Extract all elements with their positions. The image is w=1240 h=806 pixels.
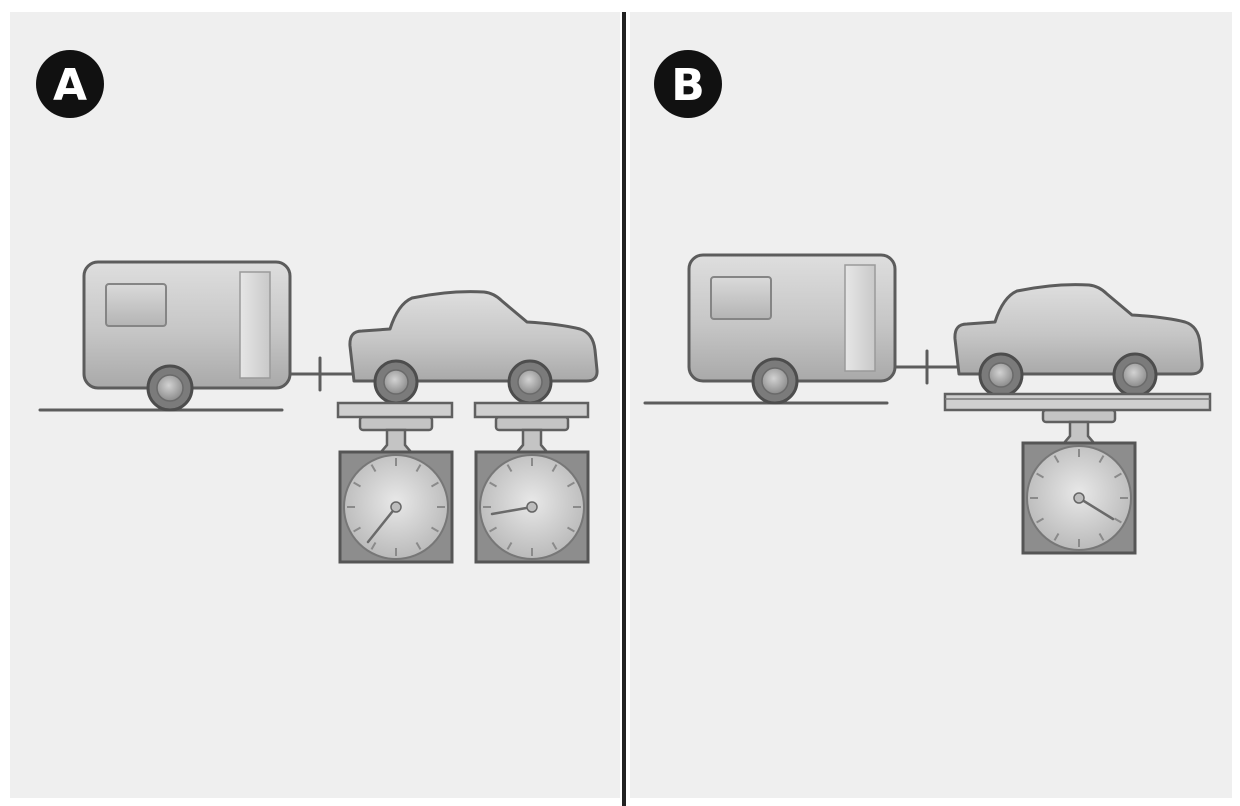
- dial-ticks: [1030, 449, 1128, 547]
- dial-tick: [566, 526, 575, 533]
- scale-mount: [1041, 408, 1117, 424]
- car-body: [348, 290, 599, 383]
- scale-rear-axle: [336, 401, 454, 564]
- dial-tick: [551, 541, 558, 550]
- dial-pivot: [1073, 492, 1085, 504]
- trailer-wheel: [751, 357, 799, 405]
- panel-a-badge-circle: [36, 50, 104, 118]
- dial-tick: [430, 526, 439, 533]
- scale-mount: [358, 415, 434, 432]
- dial-tick: [1113, 517, 1122, 524]
- panel-a-label: A: [53, 60, 87, 111]
- scale-whole-car: [1021, 408, 1137, 555]
- dial-tick: [370, 541, 377, 550]
- tow-hitch: [893, 349, 959, 385]
- trailer-window: [710, 276, 772, 320]
- dial-tick: [1053, 532, 1060, 541]
- scale-platform: [473, 401, 590, 419]
- trailer-door: [239, 271, 271, 379]
- dial-needle: [490, 505, 534, 516]
- trailer-hub: [156, 374, 184, 402]
- scale-front-axle: [473, 401, 590, 564]
- car-front-wheel: [507, 359, 553, 405]
- trailer-wheel: [146, 364, 194, 412]
- dial-tick: [1036, 472, 1045, 479]
- car-body: [953, 283, 1204, 376]
- dial-tick: [566, 481, 575, 488]
- rig-b: [687, 253, 1204, 405]
- dial-tick: [415, 541, 422, 550]
- dial-tick: [1098, 532, 1105, 541]
- car-rear-hub: [383, 369, 409, 395]
- dial-ticks: [483, 458, 581, 556]
- dial-tick: [1036, 517, 1045, 524]
- dial-tick: [430, 481, 439, 488]
- car-front-hub: [1122, 362, 1148, 388]
- dial-needle: [366, 505, 398, 544]
- car-front-wheel: [1112, 352, 1158, 398]
- car-rear-hub: [988, 362, 1014, 388]
- scale-mount: [494, 415, 570, 432]
- dial-tick: [370, 464, 377, 473]
- dial-tick: [489, 526, 498, 533]
- dial-tick: [1053, 455, 1060, 464]
- panel-a-badge: A: [36, 50, 104, 118]
- dial-pivot: [526, 501, 538, 513]
- dial-needle: [1077, 496, 1115, 521]
- dial-tick: [1113, 472, 1122, 479]
- panel-b: B: [630, 12, 1232, 798]
- dial-tick: [415, 464, 422, 473]
- panel-b-badge-circle: [654, 50, 722, 118]
- panel-b-badge: B: [654, 50, 722, 118]
- trailer-window: [105, 283, 167, 327]
- trailer-door: [844, 264, 876, 372]
- car-rear-wheel: [373, 359, 419, 405]
- dial-tick: [489, 481, 498, 488]
- car-front-hub: [517, 369, 543, 395]
- long-scale-platform: [943, 392, 1212, 412]
- scale-platform: [336, 401, 454, 419]
- dial-tick: [1098, 455, 1105, 464]
- scale-platform: [943, 392, 1212, 412]
- tow-hitch: [288, 356, 354, 392]
- panel-a: A: [10, 12, 620, 798]
- panel-b-label: B: [671, 60, 705, 111]
- dial-tick: [353, 526, 362, 533]
- dial-tick: [506, 541, 513, 550]
- dial-pivot: [390, 501, 402, 513]
- dial-ticks: [347, 458, 445, 556]
- caravan-trailer: [687, 253, 897, 405]
- dial-tick: [551, 464, 558, 473]
- trailer-hub: [761, 367, 789, 395]
- dial-tick: [506, 464, 513, 473]
- dial-tick: [353, 481, 362, 488]
- car-rear-wheel: [978, 352, 1024, 398]
- caravan-trailer: [82, 260, 292, 412]
- car: [348, 290, 599, 405]
- car: [953, 283, 1204, 398]
